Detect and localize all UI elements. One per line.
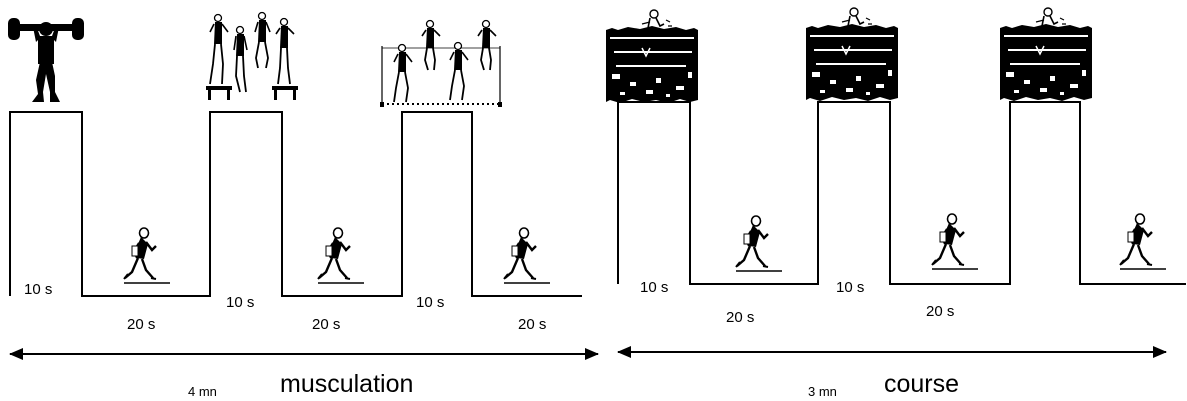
- phase-label: 10 s: [24, 281, 52, 298]
- course-diagram: 10 s 20 s 10 s 20 s 3 mn course: [605, 7, 1186, 399]
- phase-label: 20 s: [312, 316, 340, 333]
- phase-label: 20 s: [518, 316, 546, 333]
- total-duration: 3 mn: [808, 384, 837, 399]
- phase-label: 20 s: [926, 303, 954, 320]
- runner-icon: [1118, 212, 1168, 271]
- phase-label: 20 s: [726, 309, 754, 326]
- sprint-track-icon: [999, 7, 1093, 102]
- runner-icon: [930, 212, 980, 271]
- course-square-wave: [617, 101, 1186, 285]
- runner-icon: [502, 226, 552, 285]
- phase-label: 10 s: [640, 279, 668, 296]
- musculation-square-wave: [9, 111, 582, 297]
- phase-label: 10 s: [836, 279, 864, 296]
- musculation-diagram: 10 s 20 s 10 s 20 s 10 s 20 s 4 mn muscu…: [8, 11, 599, 399]
- phase-label: 10 s: [416, 294, 444, 311]
- sprint-track-icon: [605, 9, 699, 104]
- phase-label: 20 s: [127, 316, 155, 333]
- runner-icon: [316, 226, 366, 285]
- diagram-title: course: [884, 370, 959, 398]
- total-duration: 4 mn: [188, 384, 217, 399]
- phase-label: 10 s: [226, 294, 254, 311]
- bench-jumps-icon: [205, 11, 299, 101]
- diagram-title: musculation: [280, 370, 413, 398]
- runner-icon: [122, 226, 172, 285]
- hurdle-jumps-icon: [379, 19, 503, 108]
- sprint-track-icon: [805, 7, 899, 102]
- runner-icon: [734, 214, 784, 273]
- weightlifter-icon: [8, 18, 84, 102]
